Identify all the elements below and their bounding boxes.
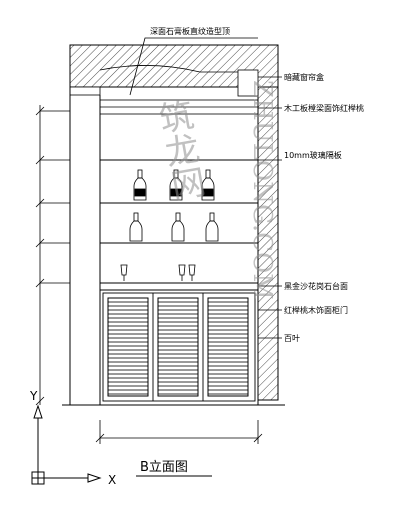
callouts: 深面石膏板直纹造型顶 暗藏窗帘盒 木工板樘梁面饰红榉桃 10mm玻璃隔板 黑金沙… [150, 26, 364, 343]
callout-beam: 木工板樘梁面饰红榉桃 [284, 103, 364, 113]
beam-band [99, 99, 259, 115]
callout-countertop: 黑金沙花岗石台面 [284, 281, 348, 291]
callout-curtain-box: 暗藏窗帘盒 [284, 72, 324, 82]
callout-cabinet-door: 红榉桃木饰面柜门 [284, 305, 348, 315]
countertop [99, 282, 259, 291]
wall-hatching [69, 44, 279, 401]
watermark-url: ZHULONG.COM [247, 80, 277, 300]
louver-doors [102, 292, 256, 402]
glass-shelves [100, 159, 258, 244]
horizontal-dimension [95, 420, 263, 444]
bottles [120, 169, 219, 281]
watermark-char-1: 筑龙网 [150, 96, 207, 203]
leader-lines [129, 37, 282, 339]
drawing-title: B立面图 [140, 460, 188, 475]
callout-ceiling: 深面石膏板直纹造型顶 [150, 26, 230, 36]
axis-label-y: Y [29, 389, 38, 403]
callout-glass-shelf: 10mm玻璃隔板 [284, 150, 342, 160]
ucs-axes-icon [31, 404, 102, 485]
vertical-dimension [35, 105, 70, 406]
cabinet-frame [62, 45, 285, 406]
axis-label-x: X [108, 473, 116, 487]
callout-louver: 百叶 [284, 334, 300, 343]
